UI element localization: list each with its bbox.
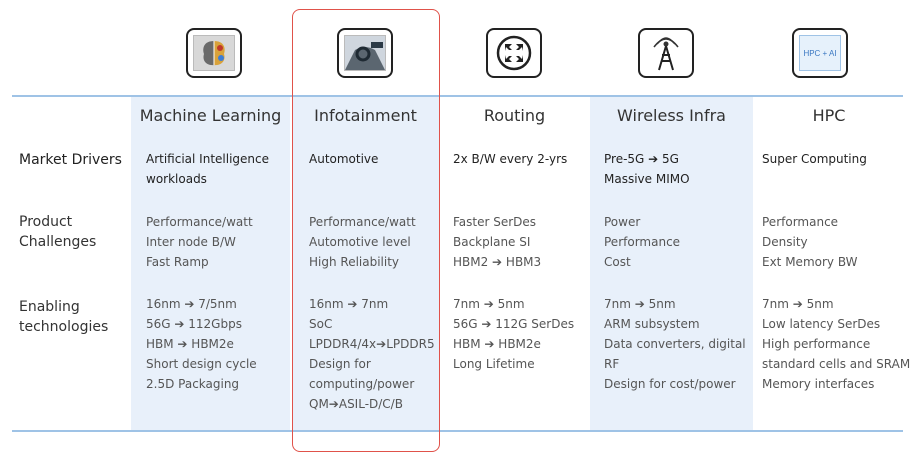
market-drivers-routing: 2x B/W every 2-yrs <box>453 152 568 166</box>
enabling-tech-routing: 7nm ➔ 5nm 56G ➔ 112G SerDes HBM ➔ HBM2e … <box>453 297 575 371</box>
product-challenges-ml: Performance/watt Inter node B/W Fast Ram… <box>146 215 253 269</box>
product-challenges-infotainment: Performance/watt Automotive level High R… <box>309 215 416 269</box>
brain-chip-icon <box>186 28 242 78</box>
header-routing: Routing <box>483 106 546 125</box>
row-label-market-drivers: Market Drivers <box>19 152 122 168</box>
row-label-product-challenges: Product Challenges <box>19 214 97 250</box>
header-wireless-infra: Wireless Infra <box>617 106 726 125</box>
product-challenges-hpc: Performance Density Ext Memory BW <box>762 215 858 269</box>
enabling-tech-infotainment: 16nm ➔ 7nm SoC LPDDR4/4x➔LPDDR5 Design f… <box>309 297 435 411</box>
routing-arrows-icon <box>486 28 542 78</box>
row-label-enabling-technologies: Enabling technologies <box>19 299 109 335</box>
radio-tower-icon <box>638 28 694 78</box>
enabling-tech-ml: 16nm ➔ 7/5nm 56G ➔ 112Gbps HBM ➔ HBM2e S… <box>146 297 257 391</box>
wireless-column-bg <box>590 97 753 431</box>
market-drivers-infotainment: Automotive <box>309 152 379 166</box>
top-divider <box>12 95 903 97</box>
header-infotainment: Infotainment <box>314 106 417 125</box>
product-challenges-wireless: Power Performance Cost <box>604 215 681 269</box>
machine-learning-column-bg <box>131 97 290 431</box>
car-interior-icon <box>337 28 393 78</box>
cropped-title <box>0 0 160 6</box>
hpc-ai-icon: HPC + AI <box>792 28 848 78</box>
bottom-divider <box>12 430 903 432</box>
infotainment-highlight-box <box>292 9 440 452</box>
header-machine-learning: Machine Learning <box>139 106 282 125</box>
enabling-tech-wireless: 7nm ➔ 5nm ARM subsystem Data converters,… <box>604 297 746 391</box>
header-hpc: HPC <box>812 106 846 125</box>
infotainment-column-bg <box>292 97 439 431</box>
market-drivers-wireless: Pre-5G ➔ 5G Massive MIMO <box>604 152 690 186</box>
market-drivers-ml: Artificial Intelligence workloads <box>146 152 269 186</box>
market-drivers-hpc: Super Computing <box>762 152 867 166</box>
enabling-tech-hpc: 7nm ➔ 5nm Low latency SerDes High perfor… <box>762 297 911 391</box>
product-challenges-routing: Faster SerDes Backplane SI HBM2 ➔ HBM3 <box>453 215 542 269</box>
